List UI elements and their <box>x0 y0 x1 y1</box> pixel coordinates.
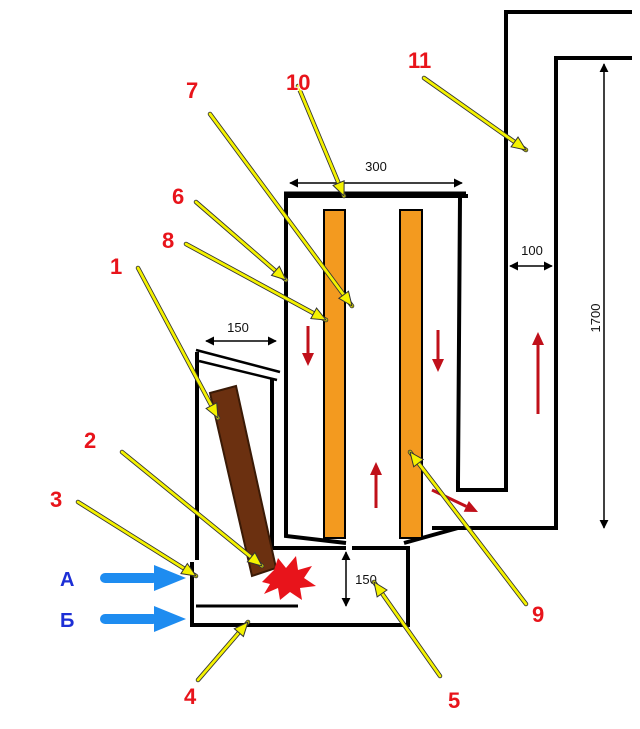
flame-icon <box>262 556 316 600</box>
callout-8: 8 <box>162 228 174 253</box>
chimney-inner-wall <box>432 56 632 530</box>
callout-6: 6 <box>172 184 184 209</box>
riser-insulation-left <box>323 209 346 539</box>
firebox-shell <box>190 546 410 627</box>
leader-line-3 <box>75 499 199 579</box>
flow-arrow-out-to-chimney <box>431 488 478 512</box>
leader-line-8 <box>183 241 329 323</box>
leader-line-2 <box>119 449 265 569</box>
dim-chimney-height-label: 1700 <box>588 304 603 333</box>
callout-9: 9 <box>532 602 544 627</box>
inlet-label-a: А <box>60 569 74 591</box>
flow-arrows <box>302 326 544 512</box>
leader-line-9 <box>407 449 529 607</box>
dim-firebox-height-label: 150 <box>355 572 377 587</box>
firewood-icon <box>208 384 278 578</box>
callout-10: 10 <box>286 70 310 95</box>
callout-4: 4 <box>184 684 197 709</box>
leader-line-7 <box>207 111 355 309</box>
leader-line-1 <box>135 265 221 421</box>
dimension-lines <box>205 63 609 607</box>
leader-line-11 <box>421 75 529 153</box>
callout-1: 1 <box>110 254 122 279</box>
leader-lines <box>75 75 529 683</box>
flow-arrow-down-left <box>302 326 314 366</box>
feed-hopper-lid <box>195 348 281 382</box>
flow-arrow-up-riser <box>370 462 382 508</box>
inlet-label-b: Б <box>60 610 74 632</box>
barrel-bottom-right <box>403 526 459 545</box>
dim-chimney-gap-label: 100 <box>521 243 543 258</box>
leader-line-5 <box>371 579 443 679</box>
leader-line-10 <box>295 83 347 199</box>
leader-line-4 <box>195 619 251 683</box>
leader-line-6 <box>193 199 289 283</box>
inlet-arrow-b <box>100 606 186 632</box>
callout-5: 5 <box>448 688 460 713</box>
dim-hopper-width-label: 150 <box>227 320 249 335</box>
callout-3: 3 <box>50 487 62 512</box>
flow-arrow-down-right <box>432 330 444 372</box>
callout-11: 11 <box>408 48 431 73</box>
flow-arrow-up-chimney <box>532 332 544 414</box>
riser-insulation-right <box>399 209 423 539</box>
inlet-arrows <box>100 565 186 632</box>
inlet-arrow-a <box>100 565 186 591</box>
callout-2: 2 <box>84 428 96 453</box>
dim-top-width-label: 300 <box>365 159 387 174</box>
callout-7: 7 <box>186 78 198 103</box>
